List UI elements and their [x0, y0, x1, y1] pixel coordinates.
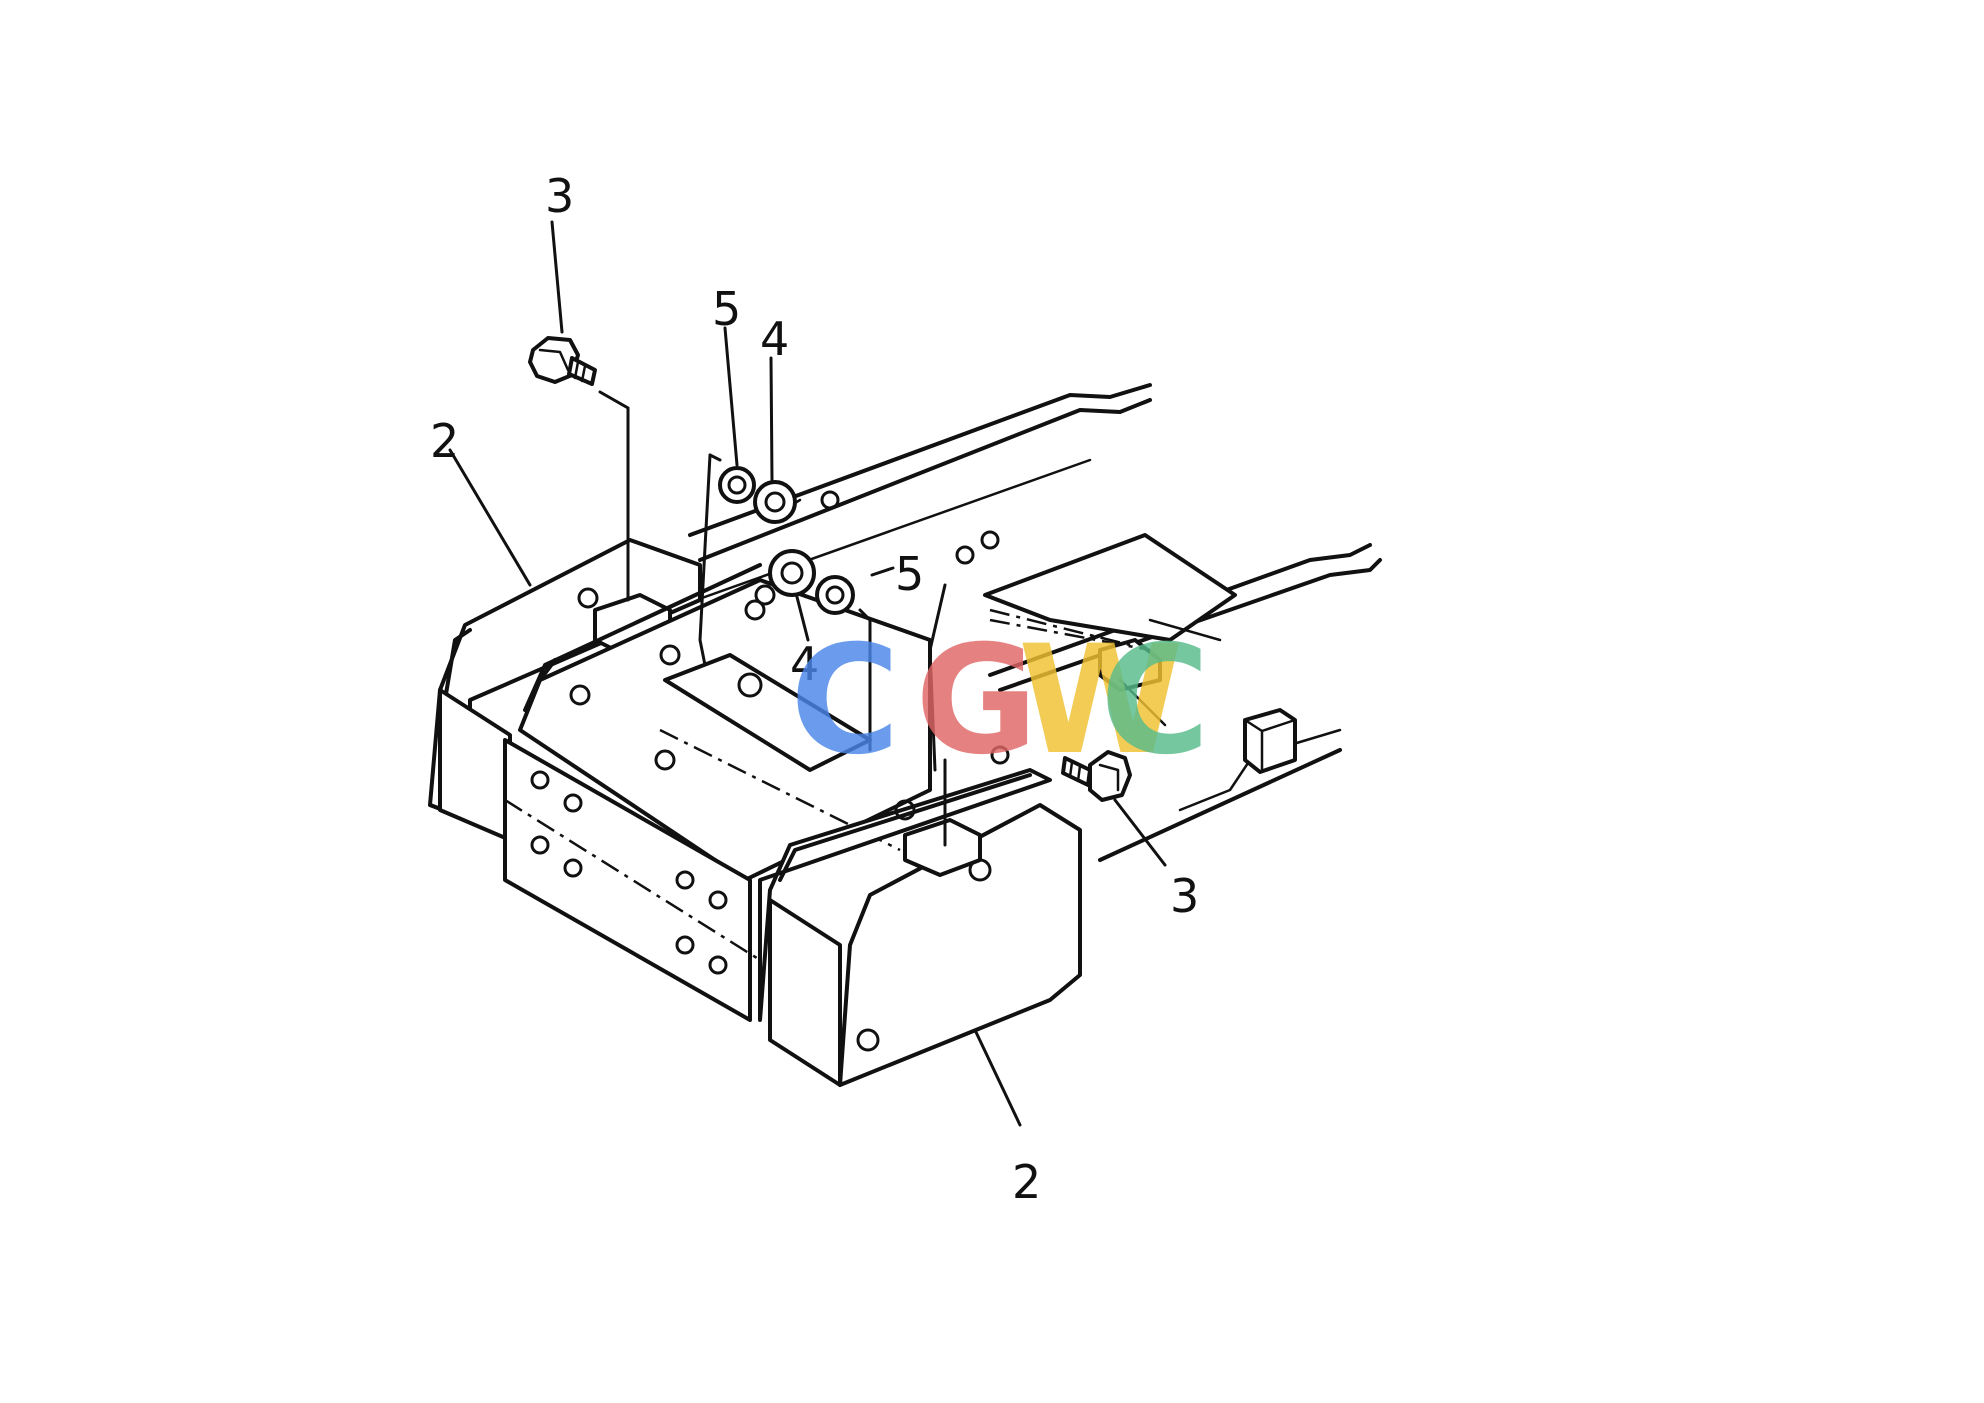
watermark-letter-2: G: [915, 614, 1038, 788]
callout-label-washer-top: 5: [712, 282, 741, 336]
right-end-plate: [758, 745, 1082, 1087]
main-box: [438, 490, 1000, 1022]
callout-labels: 3 3 2 2 4 4 5 5: [430, 169, 1199, 1209]
callout-label-bolt-right: 3: [1170, 869, 1199, 923]
callout-label-plate-bottom: 2: [1012, 1155, 1041, 1209]
watermark-logo: C G W C: [790, 614, 1210, 788]
nut-middle-icon: [768, 549, 816, 597]
callout-label-nut-middle: 4: [790, 637, 819, 691]
watermark-letter-3: W: [1018, 614, 1183, 788]
callout-label-nut-top: 4: [760, 312, 789, 366]
callout-leaders: [448, 220, 1167, 1127]
bolt-top-left-icon: [528, 336, 630, 602]
washer-top-icon: [718, 466, 756, 504]
bolt-right-icon: [1061, 750, 1132, 802]
callout-label-washer-right: 5: [895, 547, 924, 601]
watermark-letter-4: C: [1100, 614, 1210, 788]
washer-right-icon: [815, 575, 855, 615]
stud-lines: [698, 453, 1151, 847]
callout-label-plate-left: 2: [430, 414, 459, 468]
watermark-letter-1: C: [790, 614, 900, 788]
right-bracket: [983, 533, 1237, 727]
nut-top-icon: [753, 480, 797, 524]
callout-label-bolt-top-left: 3: [545, 169, 574, 223]
